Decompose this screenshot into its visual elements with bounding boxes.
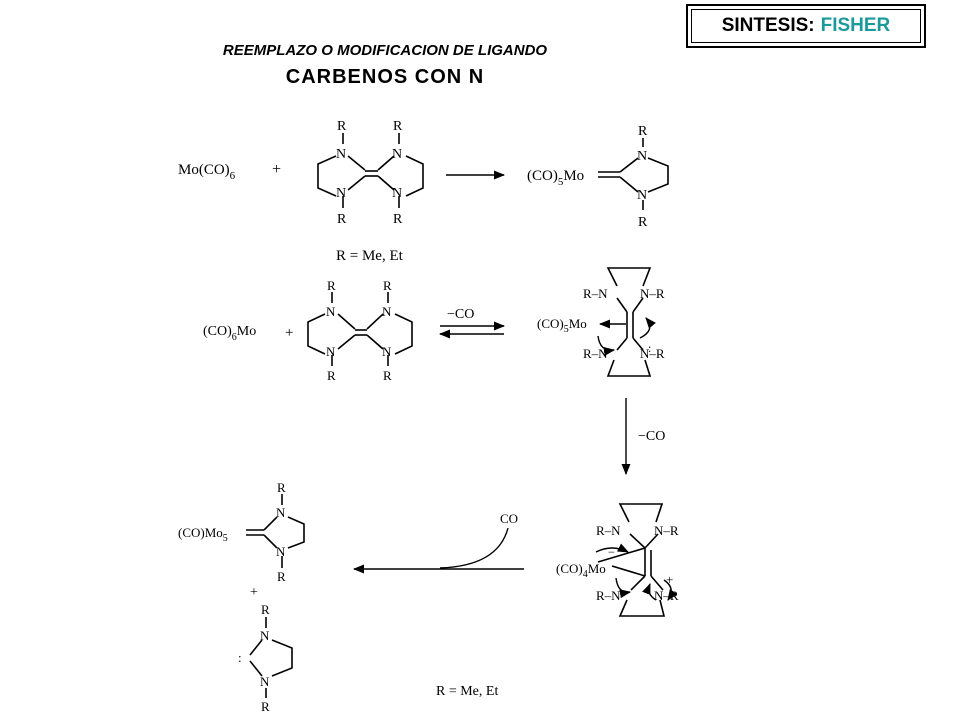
row2: (CO)6Mo + R N N R R N N R −CO (CO)5Mo — [203, 267, 665, 383]
row2-r-top-right: R — [383, 278, 392, 293]
row2-int-lone-pair-right: : — [648, 341, 651, 355]
title-prefix: SINTESIS: — [721, 15, 815, 36]
row3-co-curve — [439, 527, 509, 569]
title-box: SINTESIS: FISHER — [686, 4, 926, 48]
row3-int-nr-bottom: N–R — [654, 588, 679, 603]
heading: REEMPLAZO O MODIFICACION DE LIGANDO — [222, 42, 548, 59]
down-arrow-label: −CO — [638, 429, 665, 444]
row2-intermediate-metal: (CO)5Mo — [537, 316, 587, 335]
row1-n-bottom-left: N — [336, 186, 346, 201]
row2-int-nr-bottom: N–R — [640, 346, 665, 361]
row3: R–N N–R (CO)4Mo − + R–N N–R CO (CO)Mo5 R… — [178, 480, 679, 714]
title-box-inner: SINTESIS: FISHER — [691, 9, 921, 43]
row1-r-bottom-right: R — [393, 212, 403, 227]
row3-free-n-bottom: N — [260, 674, 270, 689]
row2-r-bottom-right: R — [383, 368, 392, 383]
row3-free-r-top: R — [261, 602, 270, 617]
row1-product-n-top: N — [637, 149, 647, 164]
row3-int-plus: + — [666, 572, 673, 587]
row2-n-top-right: N — [382, 304, 392, 319]
row1-r-definition: R = Me, Et — [336, 248, 404, 264]
row3-int-minus: − — [608, 545, 615, 559]
row1-olefin — [317, 133, 424, 208]
row2-r-bottom-left: R — [327, 368, 336, 383]
row2-int-rn-top: R–N — [583, 286, 608, 301]
row2-olefin — [307, 292, 413, 366]
row2-n-top-left: N — [326, 304, 336, 319]
title-accent: FISHER — [820, 15, 891, 36]
row3-product-n-top: N — [276, 505, 286, 520]
row1-n-bottom-right: N — [392, 186, 402, 201]
row1-product-r-top: R — [638, 124, 648, 139]
row1-r-top-left: R — [337, 119, 347, 134]
row3-free-r-bottom: R — [261, 699, 270, 714]
row3-product-n-bottom: N — [276, 544, 286, 559]
row2-n-bottom-left: N — [326, 344, 336, 359]
row3-r-definition: R = Me, Et — [436, 684, 498, 699]
row3-plus: + — [250, 585, 258, 600]
row1-product-metal: (CO)5Mo — [527, 168, 584, 188]
row1-reactant: Mo(CO)6 — [178, 162, 236, 182]
row2-equilibrium-label: −CO — [447, 307, 474, 322]
row3-free-carbene — [249, 617, 293, 698]
subheading: CARBENOS CON N — [285, 66, 485, 88]
row2-reactant: (CO)6Mo — [203, 324, 256, 343]
row1-product-ring — [598, 138, 669, 210]
row1-r-bottom-left: R — [337, 212, 347, 227]
row1-product-n-bottom: N — [637, 188, 647, 203]
row3-product-r-top: R — [277, 480, 286, 495]
row2-int-lone-pair-left: : — [606, 343, 609, 357]
row3-int-metal: (CO)4Mo — [556, 561, 606, 580]
row2-plus: + — [285, 325, 293, 341]
row3-product-metal: (CO)Mo5 — [178, 525, 228, 544]
row3-int-rn-top: R–N — [596, 523, 621, 538]
row3-intermediate-rings — [595, 503, 678, 617]
row2-r-top-left: R — [327, 278, 336, 293]
row2-int-nr-top: N–R — [640, 286, 665, 301]
row3-int-rn-bottom: R–N — [596, 588, 621, 603]
row3-free-n-top: N — [260, 628, 270, 643]
row3-free-lone-pair: : — [238, 650, 242, 665]
row1-r-top-right: R — [393, 119, 403, 134]
row3-int-nr-top: N–R — [654, 523, 679, 538]
row1-n-top-left: N — [336, 147, 346, 162]
row2-n-bottom-right: N — [382, 344, 392, 359]
row2-int-rn-bottom: R–N — [583, 346, 608, 361]
row2-intermediate-rings — [597, 267, 656, 377]
row3-product-ring — [246, 494, 305, 568]
row1-plus: + — [272, 161, 281, 178]
row1-n-top-right: N — [392, 147, 402, 162]
row1-product-r-bottom: R — [638, 215, 648, 230]
row3-product-r-bottom: R — [277, 569, 286, 584]
row3-co-label: CO — [500, 511, 518, 526]
row1: Mo(CO)6 + R N N R R N N R (CO)5Mo — [178, 119, 669, 264]
